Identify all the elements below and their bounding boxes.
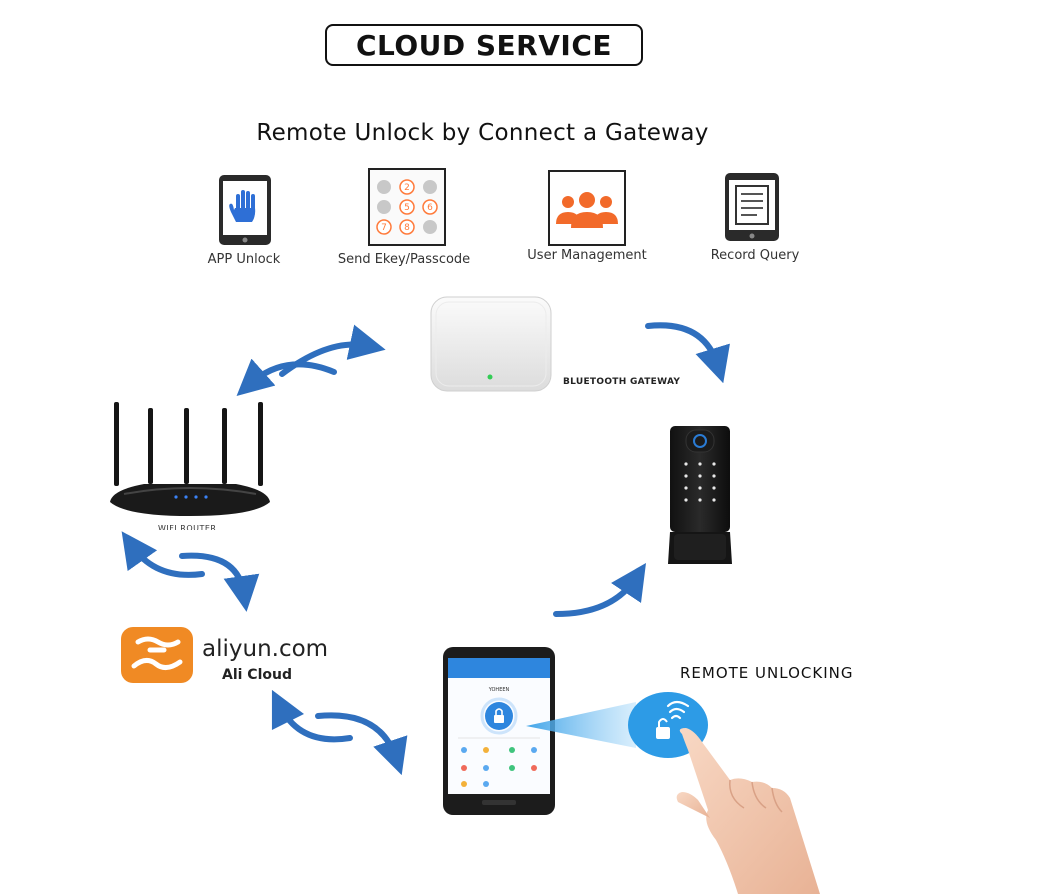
page-title: CLOUD SERVICE xyxy=(325,24,643,66)
svg-text:8: 8 xyxy=(404,223,410,233)
arrow-gateway-to-router xyxy=(236,358,337,396)
aliyun-logo-icon xyxy=(121,627,193,683)
arrow-gateway-to-lock xyxy=(645,322,730,384)
pointing-hand-icon xyxy=(676,728,820,894)
arrow-phone-to-aliyun xyxy=(271,689,353,743)
record-document-icon xyxy=(725,173,779,241)
arrow-aliyun-to-phone xyxy=(315,712,408,776)
wifi-router-icon xyxy=(110,402,270,516)
svg-text:7: 7 xyxy=(381,223,387,233)
page-title-text: CLOUD SERVICE xyxy=(355,28,613,62)
svg-text:YOHEEN: YOHEEN xyxy=(488,687,510,693)
svg-text:6: 6 xyxy=(427,203,433,213)
svg-text:2: 2 xyxy=(404,183,410,193)
users-icon xyxy=(548,170,626,246)
gateway-label: BLUETOOTH GATEWAY xyxy=(563,377,681,387)
arrow-aliyun-to-router xyxy=(121,531,205,578)
gateway-device-icon xyxy=(430,296,552,392)
remote-unlocking-label: REMOTE UNLOCKING xyxy=(680,664,854,682)
subtitle: Remote Unlock by Connect a Gateway xyxy=(256,120,709,146)
phone-hand-icon xyxy=(219,175,271,245)
feature-label-record-query: Record Query xyxy=(710,248,800,263)
svg-text:5: 5 xyxy=(404,203,410,213)
router-label: WIFI ROUTER xyxy=(158,524,217,530)
signal-beam-icon xyxy=(526,702,636,748)
feature-label-user-management: User Management xyxy=(527,248,647,263)
aliyun-subtitle: Ali Cloud xyxy=(222,667,292,683)
arrow-phone-to-lock xyxy=(553,563,646,617)
feature-label-app-unlock: APP Unlock xyxy=(207,252,281,267)
feature-label-send-ekey: Send Ekey/Passcode xyxy=(337,252,471,267)
aliyun-name: aliyun.com xyxy=(202,636,329,662)
arrow-router-to-aliyun xyxy=(179,552,260,612)
smart-lock-icon xyxy=(668,426,732,564)
keypad-icon: 2 5 6 7 8 xyxy=(368,168,446,246)
